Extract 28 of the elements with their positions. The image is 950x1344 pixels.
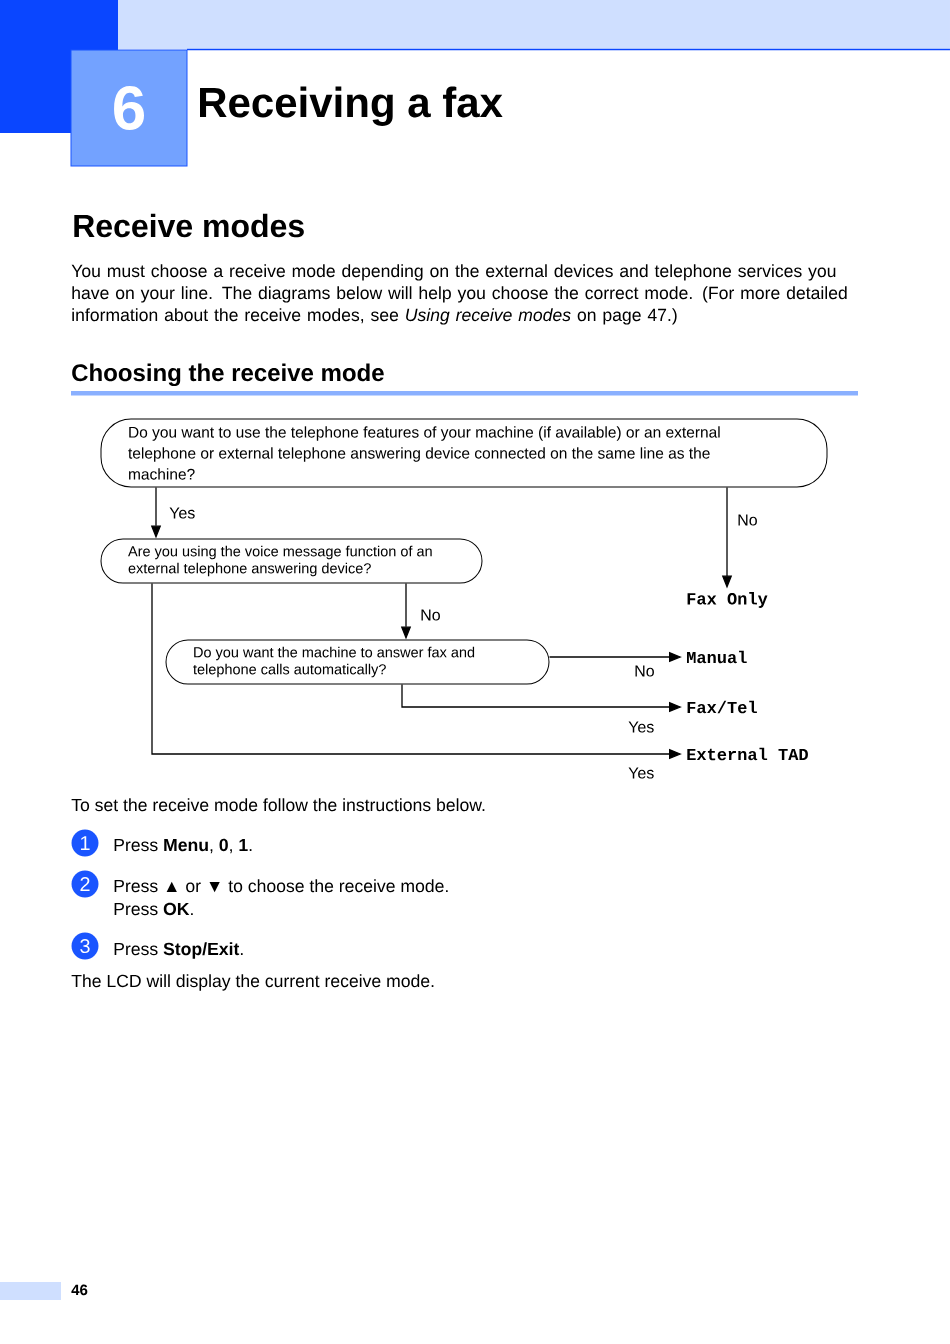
edge-label: No <box>736 513 759 527</box>
step-text: Press OK. <box>114 902 193 916</box>
edge-label: Yes <box>627 766 656 780</box>
step-number: 1 <box>71 829 99 857</box>
subsection-heading: Choosing the receive mode <box>72 363 384 387</box>
question-box: Do you want the machine to answer fax and telephone calls automatically? <box>165 639 550 685</box>
page-number: 46 <box>71 1284 88 1296</box>
body-text: The LCD will display the current receive mode. <box>71 974 434 991</box>
chapter-number: 6 <box>70 49 188 167</box>
edge-label: No <box>633 664 656 678</box>
edge-label: Yes <box>627 720 656 734</box>
step-text: Press Menu, 0, 1. <box>114 838 252 854</box>
step-text: Press ▲ or ▼ to choose the receive mode. <box>114 879 448 893</box>
question-box: Are you using the voice message function of an external telephone answering device? <box>100 538 483 584</box>
edge-label: No <box>419 608 442 622</box>
section-heading: Receive modes <box>74 213 304 238</box>
step-number: 3 <box>71 932 99 960</box>
mode-label: External TAD <box>687 747 808 761</box>
step-number: 2 <box>71 870 99 898</box>
body-text: You must choose a receive mode depending on the external devices and telephone services you have on your line. The diagrams below will help you choose the correct mode. (For more detailed information about the receive modes, see Using receive modes on page 47.) <box>71 264 847 325</box>
mode-label: Fax/Tel <box>687 700 757 714</box>
edge-label: Yes <box>168 506 197 520</box>
chapter-title: Receiving a fax <box>200 86 503 126</box>
mode-label: Fax Only <box>687 592 768 608</box>
question-box: Do you want to use the telephone features of your machine (if available) or an external telephone or external telephone answering device connected on the same line as the machine? <box>100 418 828 488</box>
body-text: To set the receive mode follow the instructions below. <box>71 798 485 812</box>
mode-label: Manual <box>687 650 747 664</box>
step-text: Press Stop/Exit. <box>114 942 243 959</box>
